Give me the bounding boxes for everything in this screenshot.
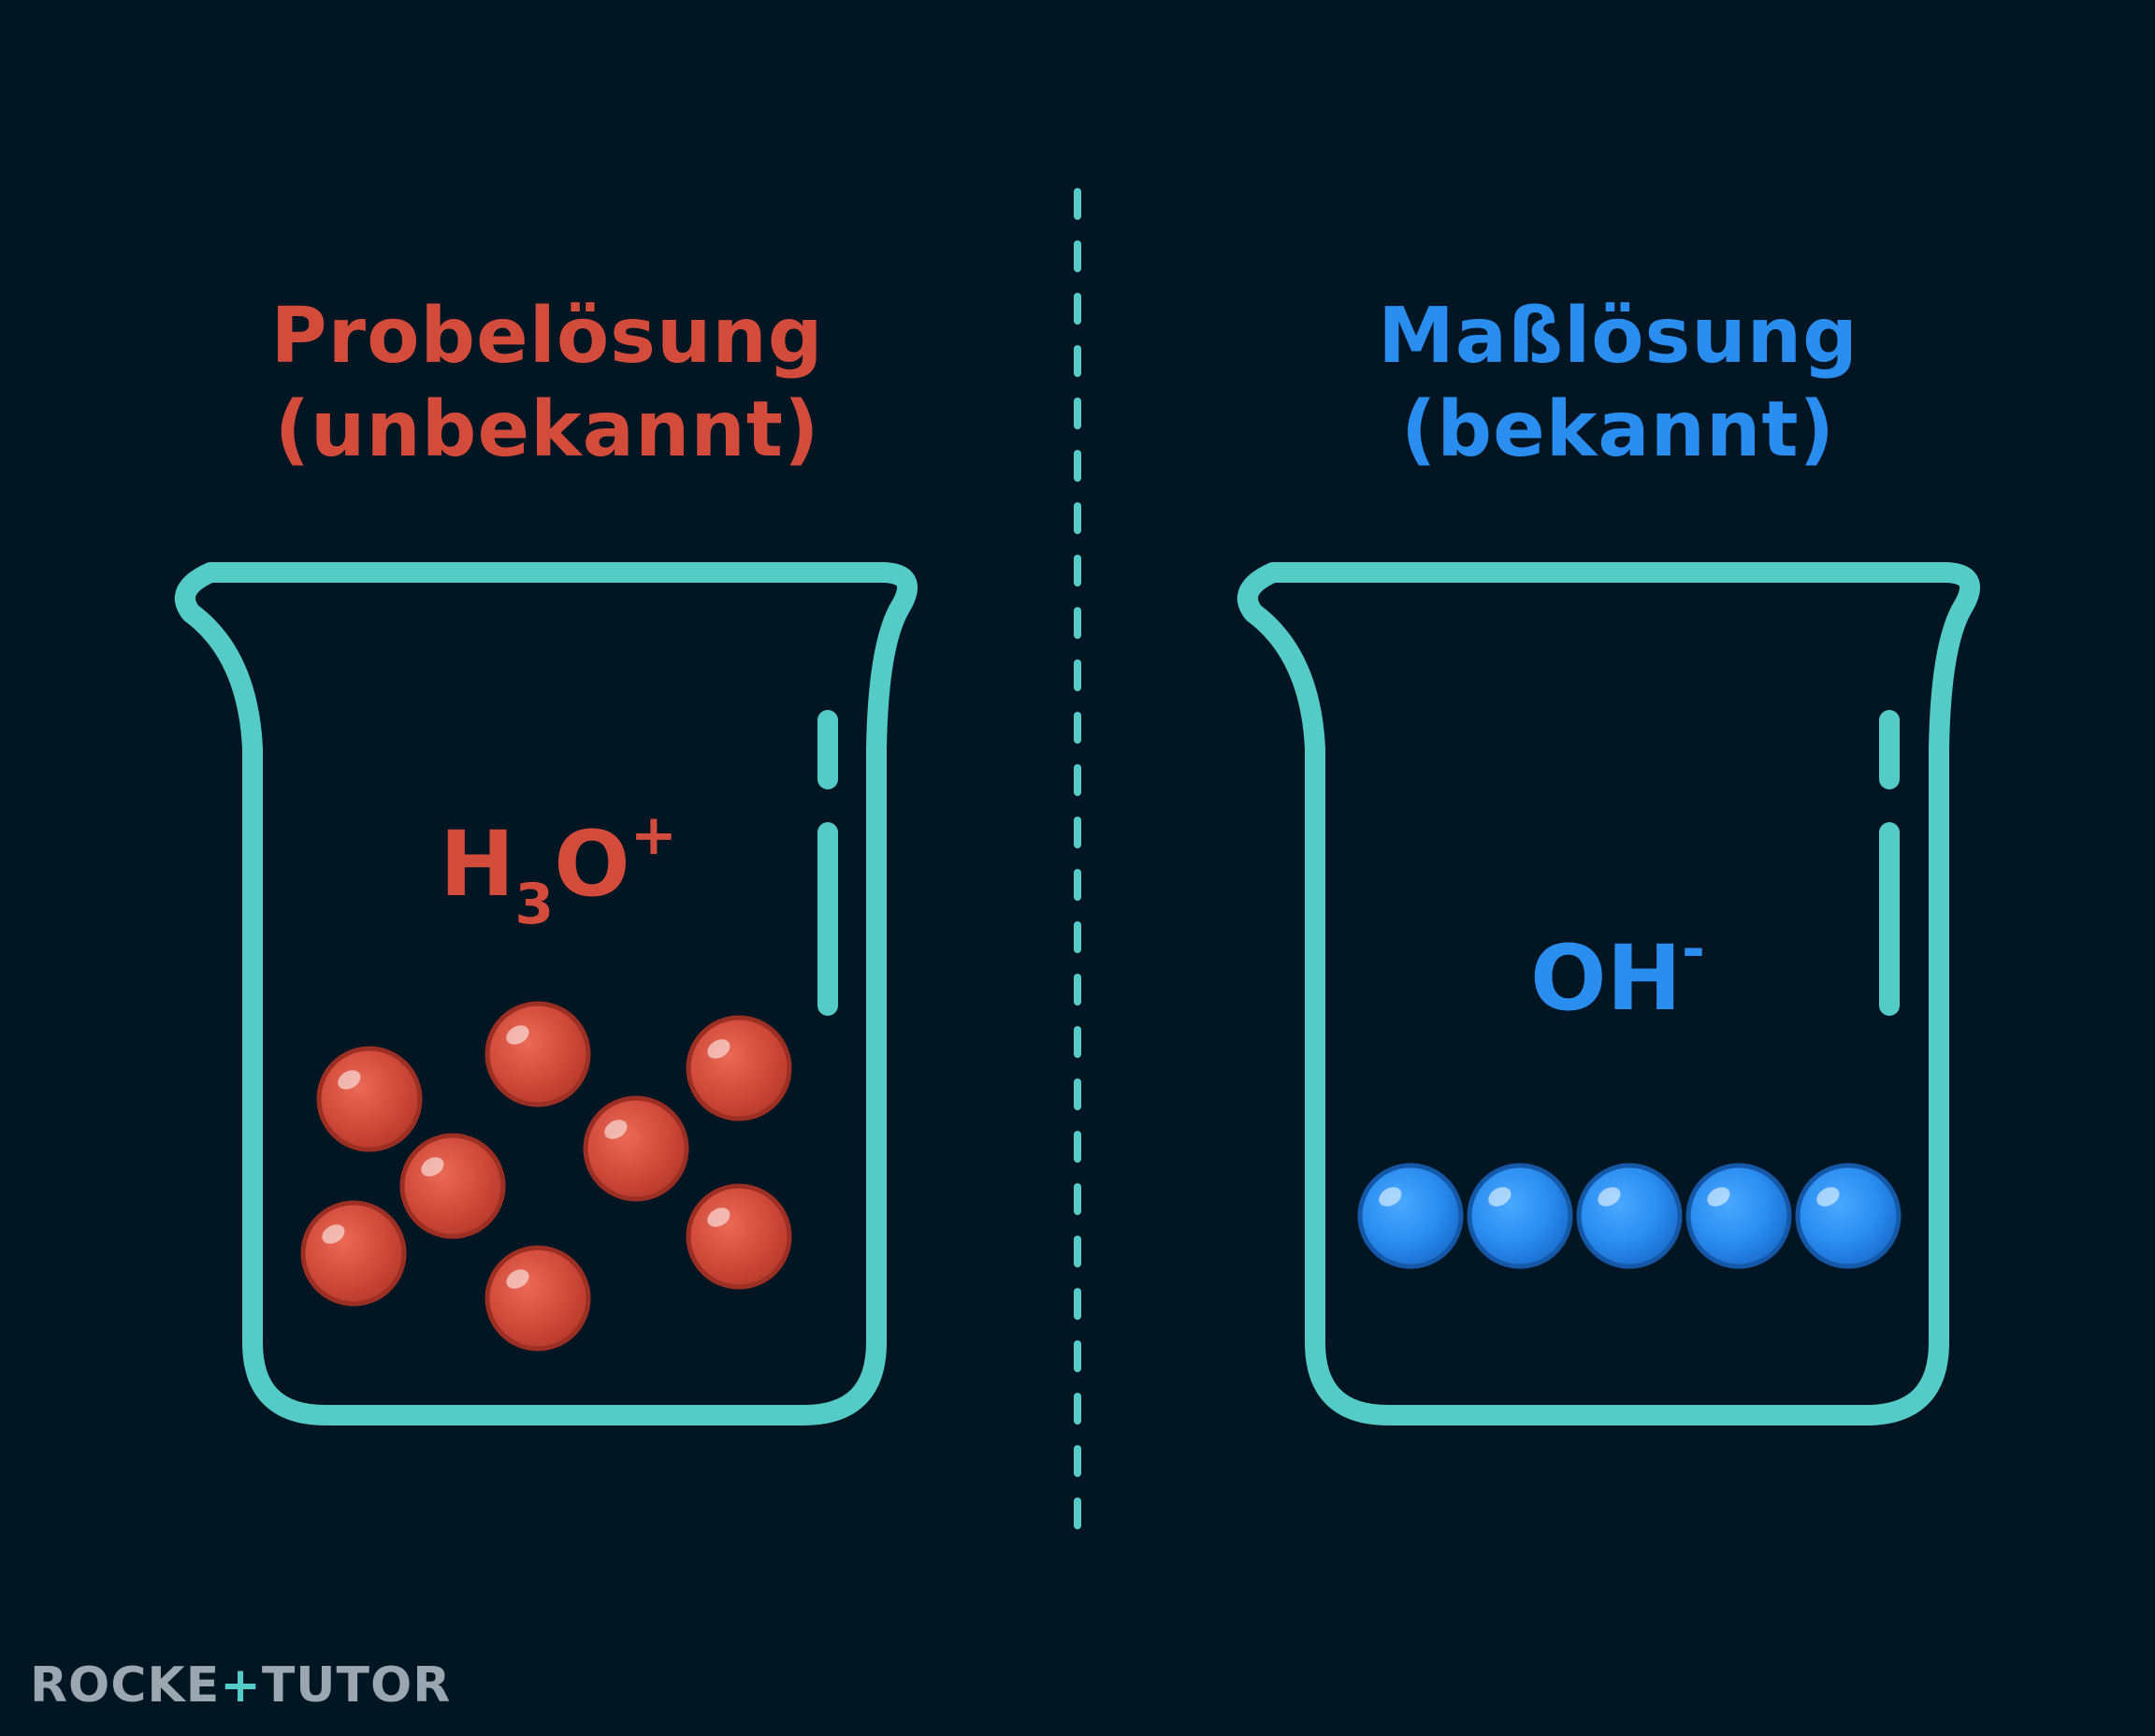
oh-formula-base: OH <box>1530 926 1682 1031</box>
oh-particle <box>1685 1163 1792 1269</box>
titrant-solution-caption: Maßlösung (bekannt) <box>1244 290 1992 477</box>
h3o-particle <box>316 1046 423 1152</box>
oh-formula-charge: - <box>1681 917 1705 982</box>
logo-text-rocke: ROCKE <box>30 1657 221 1714</box>
h3o-particle <box>583 1095 689 1202</box>
sample-solution-title: Probelösung <box>270 292 824 381</box>
logo-text-r: R <box>412 1657 452 1714</box>
h3o-formula: H3O+ <box>440 803 677 937</box>
right-beaker <box>1237 562 1980 1425</box>
sample-solution-caption: Probelösung (unbekannt) <box>173 290 921 477</box>
right-beaker-outline <box>1237 562 1980 1425</box>
titrant-solution-title: Maßlösung <box>1378 292 1859 381</box>
h3o-formula-charge: + <box>629 803 677 868</box>
h3o-formula-subscript: 3 <box>514 872 555 937</box>
h3o-particle <box>300 1200 407 1307</box>
h3o-particle <box>485 1245 591 1352</box>
h3o-particle <box>686 1015 792 1121</box>
oh-particles <box>1357 1163 1902 1269</box>
h3o-particle <box>485 1001 591 1107</box>
oh-particle <box>1576 1163 1683 1269</box>
titrant-solution-subtitle: (bekannt) <box>1400 385 1836 474</box>
oh-particle <box>1795 1163 1902 1269</box>
left-beaker <box>174 562 918 1425</box>
oh-particle <box>1357 1163 1464 1269</box>
rocket-tutor-logo: ROCKE+TUTOR <box>30 1657 451 1714</box>
left-beaker-outline <box>174 562 918 1425</box>
sample-solution-subtitle: (unbekannt) <box>274 385 820 474</box>
h3o-formula-h: H <box>440 812 515 917</box>
h3o-particle <box>686 1183 792 1290</box>
h3o-formula-o: O <box>554 812 630 917</box>
oh-particle <box>1467 1163 1573 1269</box>
h3o-particles <box>300 1001 792 1352</box>
logo-plus-mark: + <box>220 1657 262 1714</box>
h3o-particle <box>399 1133 506 1239</box>
logo-text-tuto: TUTO <box>261 1657 413 1714</box>
oh-formula: OH- <box>1530 917 1705 1031</box>
